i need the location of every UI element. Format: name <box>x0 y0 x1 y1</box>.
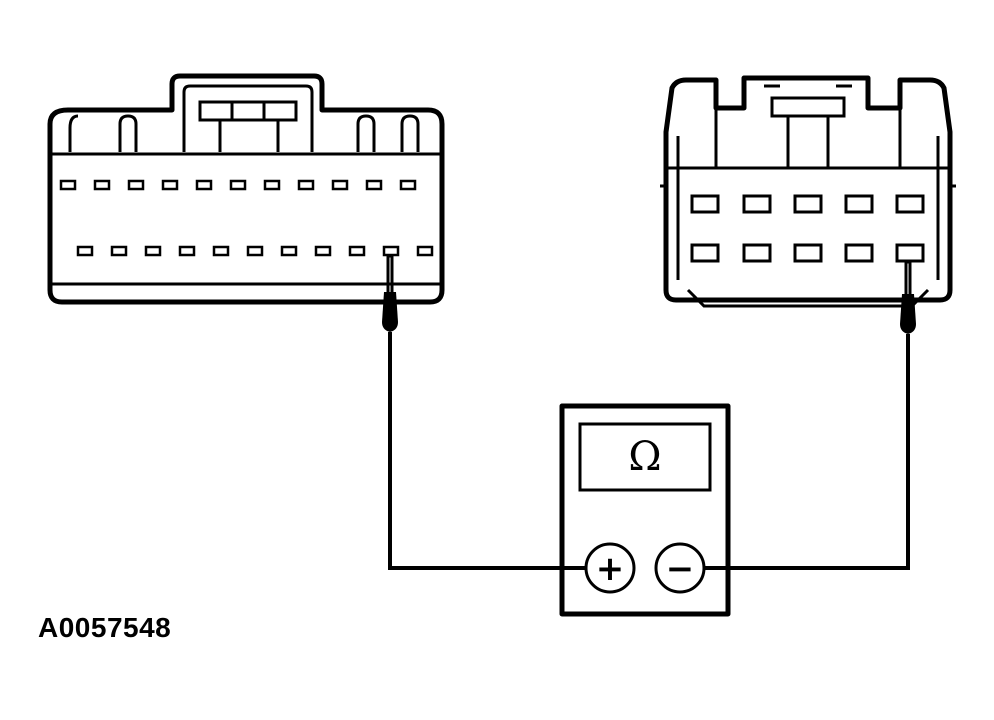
positive-lead-wire <box>388 332 586 570</box>
right-connector <box>660 75 956 308</box>
left-connector <box>47 73 445 305</box>
negative-terminal <box>654 542 706 594</box>
right-test-pin <box>895 243 925 263</box>
left-probe <box>382 254 398 332</box>
right-connector-bottom-pins <box>690 243 925 263</box>
ohmmeter: Ω + − <box>559 403 731 617</box>
negative-terminal-label: − <box>666 549 695 589</box>
meter-display <box>578 422 712 492</box>
left-test-pin <box>382 245 400 257</box>
positive-terminal <box>584 542 636 594</box>
ohm-symbol: Ω <box>628 434 661 480</box>
left-connector-top-pins <box>59 179 417 191</box>
right-probe <box>900 260 916 334</box>
left-connector-bottom-pins <box>76 245 434 257</box>
right-connector-top-pins <box>690 194 925 214</box>
figure-reference: A0057548 <box>38 612 172 643</box>
negative-lead-wire <box>704 334 910 570</box>
positive-terminal-label: + <box>596 549 625 589</box>
